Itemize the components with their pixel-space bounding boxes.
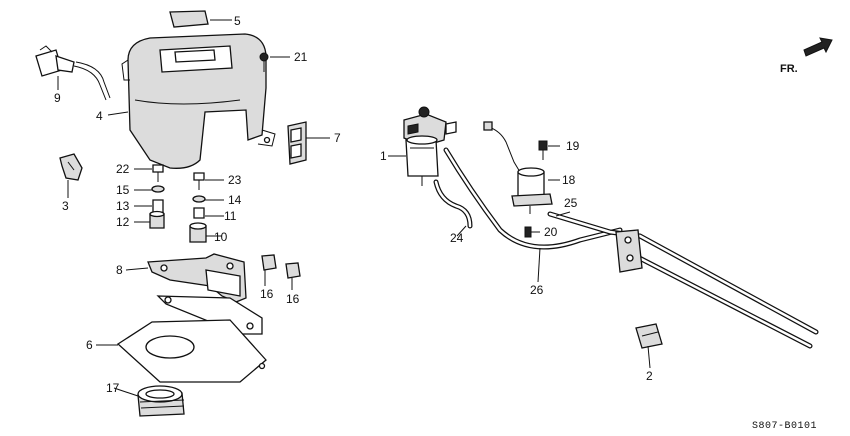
part-19-bolt: [538, 140, 548, 160]
callout-16-right: 16: [286, 292, 300, 306]
front-direction-arrow: [803, 37, 833, 57]
callout-7: 7: [334, 131, 341, 145]
callout-26: 26: [530, 283, 544, 297]
callout-4: 4: [96, 109, 103, 123]
part-8-plate: [156, 295, 263, 335]
callout-6: 6: [86, 338, 93, 352]
part-17-ring: [137, 385, 185, 417]
leader-lines: [57, 19, 651, 397]
callout-5: 5: [234, 14, 241, 28]
callout-17: 17: [106, 381, 120, 395]
part-3-clip: [59, 153, 83, 181]
callout-22: 22: [116, 162, 130, 176]
callout-25: 25: [564, 196, 578, 210]
callout-14: 14: [228, 193, 242, 207]
pipe-clamp: [615, 229, 643, 273]
part-23-bolt: [193, 172, 205, 190]
part-22-bolt: [152, 164, 164, 182]
callout-13: 13: [116, 199, 130, 213]
callout-1: 1: [380, 149, 387, 163]
callout-21: 21: [294, 50, 308, 64]
part-5-pad: [169, 10, 209, 28]
callout-24: 24: [450, 231, 464, 245]
part-11-collar: [193, 207, 205, 219]
callout-12: 12: [116, 215, 130, 229]
diagram-code: S807-B0101: [752, 421, 817, 432]
part-14-washer: [192, 195, 206, 203]
callout-10: 10: [214, 230, 228, 244]
callout-20: 20: [544, 225, 558, 239]
front-label: FR.: [780, 63, 798, 75]
callout-15: 15: [116, 183, 130, 197]
part-25-pipe: [547, 211, 819, 349]
part-1-solenoid-valve: [403, 106, 457, 186]
part-20-clip: [524, 226, 532, 238]
callout-16-left: 16: [260, 287, 274, 301]
callout-19: 19: [566, 139, 580, 153]
part-21-bolt: [259, 52, 269, 72]
part-18-solenoid: [483, 121, 553, 214]
part-2-clamp: [635, 323, 663, 349]
callout-18: 18: [562, 173, 576, 187]
part-12-grommet: [149, 210, 165, 229]
callout-23: 23: [228, 173, 242, 187]
part-16-pad-left: [261, 254, 277, 271]
part-6-gasket: [116, 319, 267, 383]
callout-2: 2: [646, 369, 653, 383]
part-10-grommet: [189, 222, 207, 243]
part-9-connector: [35, 45, 111, 101]
part-7-bracket: [287, 121, 307, 165]
part-8-bracket: [147, 253, 247, 303]
part-16-pad-right: [285, 262, 301, 279]
callout-9: 9: [54, 91, 61, 105]
callout-8: 8: [116, 263, 123, 277]
callout-3: 3: [62, 199, 69, 213]
part-4-cover: [121, 33, 276, 169]
callout-11: 11: [224, 209, 237, 223]
part-15-washer: [151, 185, 165, 193]
part-24-hose: [433, 179, 473, 229]
part-26-hose: [443, 147, 623, 250]
callout-labels: 5 21 9 4 7 22 15 13 12 3 23 14 11 10 8 1…: [54, 14, 653, 395]
